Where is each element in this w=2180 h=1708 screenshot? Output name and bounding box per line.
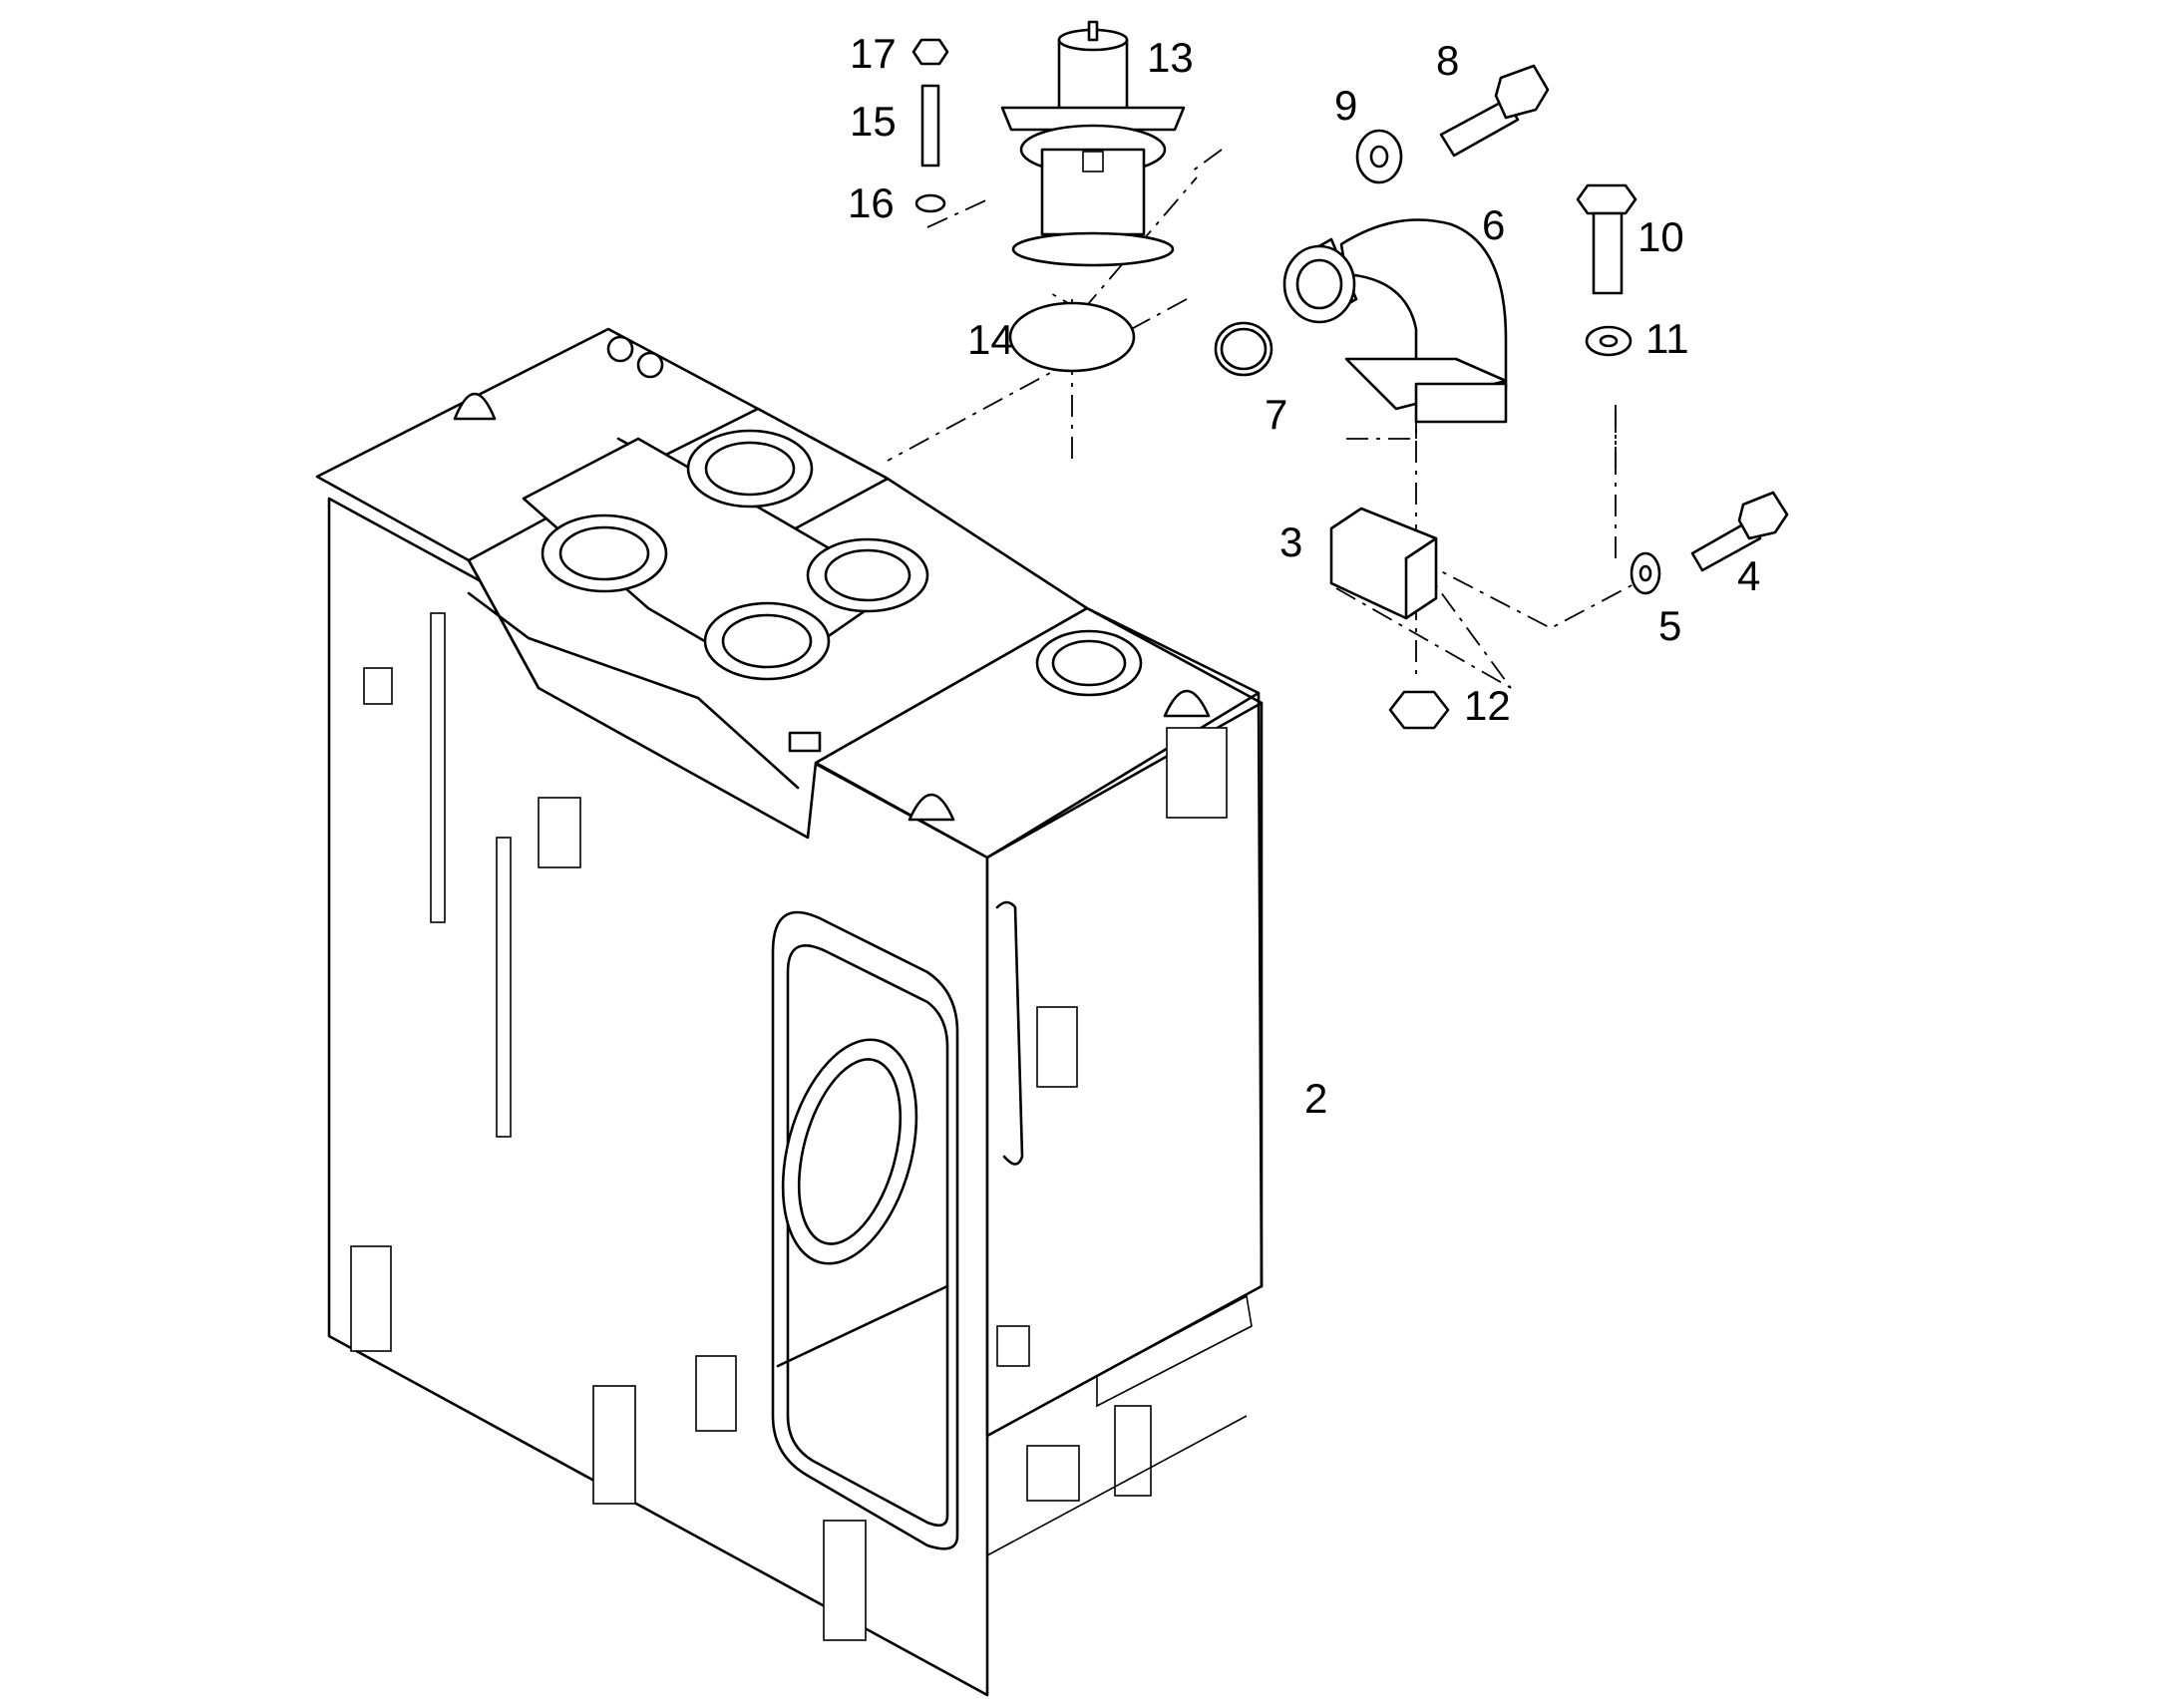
callout-5: 5 xyxy=(1658,602,1681,649)
window xyxy=(1166,727,1228,819)
lifting-eye xyxy=(1163,689,1211,718)
pump-assembly xyxy=(1000,20,1186,267)
tank-body xyxy=(315,327,1264,1697)
callout-7: 7 xyxy=(1265,391,1287,438)
callout-10: 10 xyxy=(1637,213,1684,260)
callout-3: 3 xyxy=(1279,518,1302,565)
callout-4: 4 xyxy=(1737,552,1760,599)
bolt xyxy=(1576,183,1637,295)
lifting-eye xyxy=(908,793,955,822)
top-opening-3 xyxy=(806,537,929,613)
mounting-pad xyxy=(538,797,581,868)
top-opening-4 xyxy=(703,601,831,681)
grab-handle xyxy=(995,900,1024,1166)
filler-cap xyxy=(636,351,664,379)
callout-15: 15 xyxy=(850,98,897,145)
mounting-pad xyxy=(592,1385,636,1505)
callout-14: 14 xyxy=(967,316,1014,363)
o-ring xyxy=(1214,321,1273,377)
gasket xyxy=(1008,301,1136,373)
washer xyxy=(1585,325,1633,357)
nut xyxy=(1388,690,1450,730)
mounting-pad xyxy=(350,1245,392,1352)
callout-8: 8 xyxy=(1436,37,1459,84)
lifting-eye xyxy=(453,392,497,421)
top-opening-2 xyxy=(541,513,668,593)
bolt xyxy=(1439,64,1550,158)
access-door-frame xyxy=(771,910,959,1550)
nut xyxy=(911,38,949,66)
callouts: 17 15 16 13 14 9 8 6 10 11 7 3 4 5 12 2 xyxy=(848,30,1760,1122)
elbow-fitting xyxy=(1282,218,1508,424)
callout-9: 9 xyxy=(1334,82,1357,129)
callout-17: 17 xyxy=(850,30,897,77)
top-opening-1 xyxy=(686,429,814,509)
callout-6: 6 xyxy=(1482,201,1505,248)
washer xyxy=(1355,129,1403,184)
filler-cap xyxy=(606,335,634,363)
callout-11: 11 xyxy=(1645,315,1689,362)
top-opening-5 xyxy=(1035,629,1143,697)
callout-2: 2 xyxy=(1304,1075,1327,1122)
washer xyxy=(1630,551,1661,595)
callout-16: 16 xyxy=(848,179,895,226)
stud xyxy=(920,84,940,168)
bracket xyxy=(363,667,393,705)
bolt xyxy=(1690,491,1789,572)
callout-12: 12 xyxy=(1464,682,1511,729)
mounting-pad xyxy=(823,1520,867,1641)
mounting-pad xyxy=(695,1355,737,1432)
bracket xyxy=(1329,507,1438,620)
callout-13: 13 xyxy=(1147,34,1194,81)
lock-washer xyxy=(914,193,946,213)
